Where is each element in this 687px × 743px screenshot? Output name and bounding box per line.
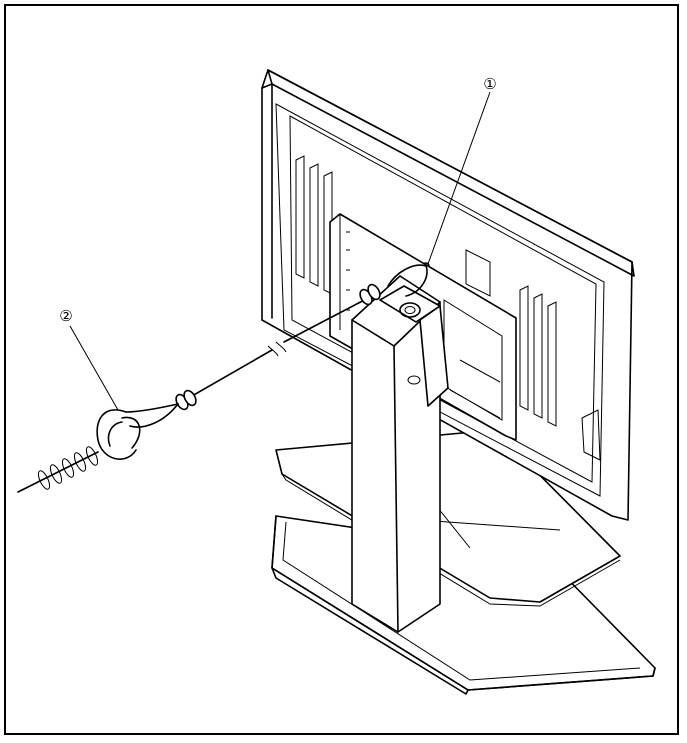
callout-2: ②	[59, 307, 72, 325]
callout-1-label: ①	[483, 75, 496, 93]
wall-eye-hook	[17, 403, 179, 493]
safety-wire	[175, 264, 428, 411]
stand-column	[351, 275, 449, 633]
callout-2-leader	[69, 325, 119, 411]
figure-frame	[4, 4, 679, 735]
callout-1: ①	[483, 75, 496, 93]
callout-1-leader	[427, 91, 491, 265]
callout-2-label: ②	[59, 307, 72, 325]
